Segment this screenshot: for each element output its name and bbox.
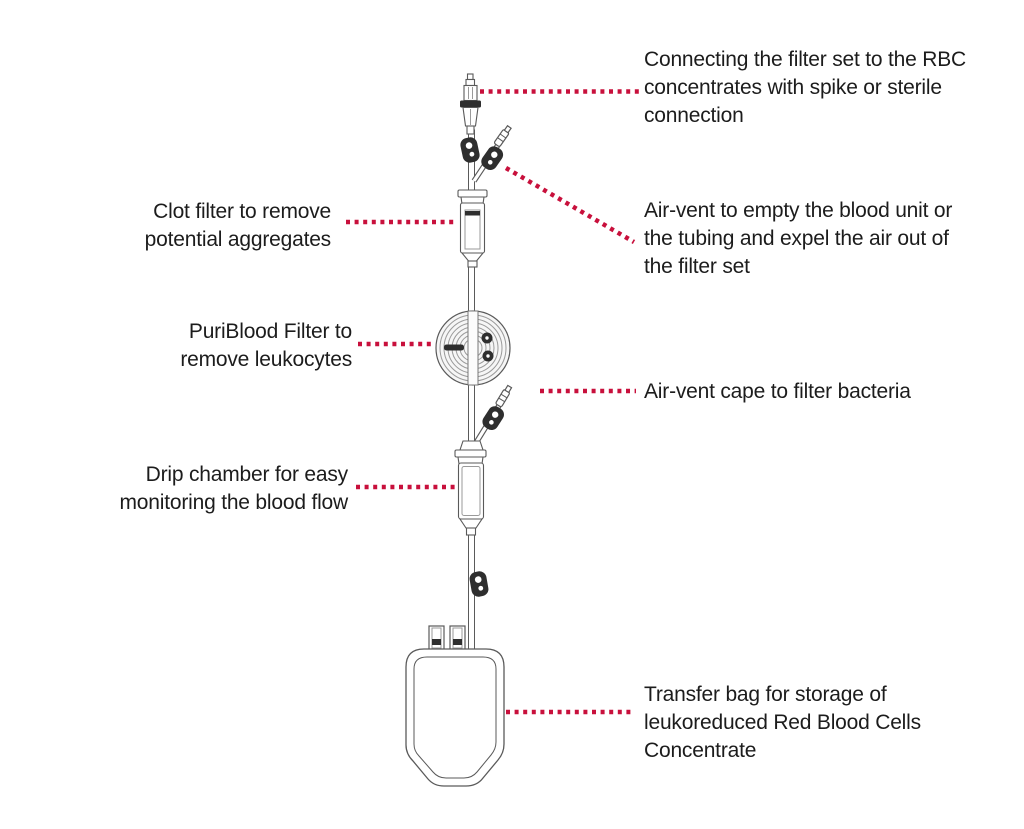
drip-chamber: [454, 440, 487, 536]
spike-connector: [460, 73, 481, 135]
label-line: remove leukocytes: [180, 348, 352, 371]
label-line: the filter set: [644, 255, 750, 278]
label-line: connection: [644, 104, 744, 127]
label-spike-connection: Connecting the filter set to the RBC con…: [644, 46, 966, 130]
label-line: Transfer bag for storage of: [644, 683, 887, 706]
label-puriblood-filter: PuriBlood Filter to remove leukocytes: [180, 318, 352, 374]
label-line: Connecting the filter set to the RBC: [644, 48, 966, 71]
puriblood-filter: [435, 310, 511, 386]
filter-inlet-bar: [444, 344, 464, 351]
label-drip-chamber: Drip chamber for easy monitoring the blo…: [119, 461, 349, 517]
filter-side-clamp: [481, 332, 494, 362]
roller-clamp-main-upper: [460, 137, 480, 163]
label-air-vent-cape: Air-vent cape to filter bacteria: [644, 378, 911, 406]
label-line: Air-vent cape to filter bacteria: [644, 380, 911, 403]
label-line: leukoreduced Red Blood Cells: [644, 711, 921, 734]
roller-clamp-branch1: [481, 146, 504, 170]
label-line: potential aggregates: [144, 228, 332, 251]
bag-inner-wall: [413, 656, 497, 779]
bag-port-right: [449, 625, 466, 651]
label-line: concentrates with spike or sterile: [644, 76, 942, 99]
label-line: Air-vent to empty the blood unit or: [644, 199, 953, 222]
transfer-bag: [405, 625, 505, 787]
label-line: Drip chamber for easy: [145, 463, 349, 486]
clot-filter: [457, 189, 488, 268]
label-line: monitoring the blood flow: [119, 491, 349, 514]
air-vent-connector: [494, 124, 512, 147]
label-air-vent: Air-vent to empty the blood unit or the …: [644, 197, 952, 281]
label-clot-filter: Clot filter to remove potential aggregat…: [144, 198, 332, 254]
label-line: PuriBlood Filter to: [188, 320, 352, 343]
bag-port-left: [428, 625, 445, 651]
label-line: the tubing and expel the air out of: [644, 227, 949, 250]
label-line: Concentrate: [644, 739, 757, 762]
roller-clamp-main-lower: [469, 571, 489, 597]
label-line: Clot filter to remove: [153, 200, 331, 223]
roller-clamp-branch2: [482, 406, 504, 431]
leader-air-vent: [504, 166, 636, 244]
air-vent-cape-connector: [495, 384, 513, 408]
label-transfer-bag: Transfer bag for storage of leukoreduced…: [644, 681, 921, 765]
